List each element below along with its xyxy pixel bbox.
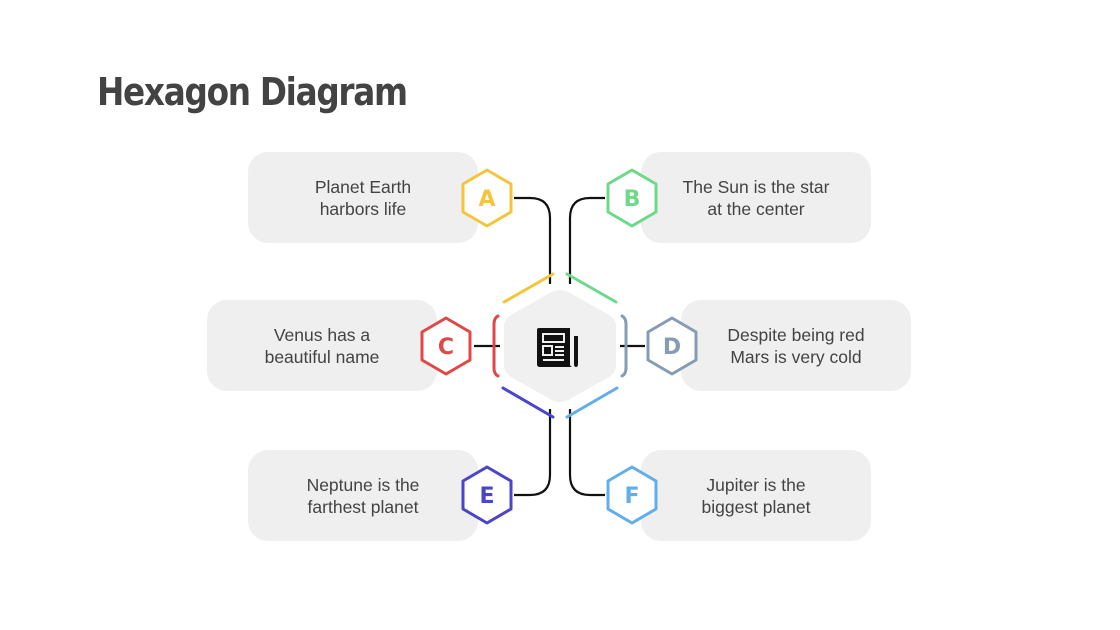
hex-b-letter: B: [624, 187, 641, 212]
page-title: Hexagon Diagram: [97, 70, 408, 114]
hex-a: A: [461, 168, 513, 228]
connector-a: [514, 196, 552, 284]
hex-e: E: [461, 465, 513, 525]
connector-f: [568, 409, 605, 497]
hex-f: F: [606, 465, 658, 525]
center-segment-e: [501, 386, 555, 419]
hex-c: C: [420, 316, 472, 376]
card-a: Planet Earth harbors life: [248, 152, 478, 243]
card-b-text: The Sun is the star at the center: [682, 176, 830, 219]
center-segment-d: [620, 314, 628, 378]
card-d: Despite being red Mars is very cold: [681, 300, 911, 391]
hex-d-letter: D: [663, 335, 681, 360]
card-f: Jupiter is the biggest planet: [641, 450, 871, 541]
card-e: Neptune is the farthest planet: [248, 450, 478, 541]
hex-b: B: [606, 168, 658, 228]
hex-d: D: [646, 316, 698, 376]
card-e-text: Neptune is the farthest planet: [306, 474, 420, 517]
center-segment-b: [565, 272, 618, 304]
hex-c-letter: C: [438, 335, 454, 360]
center-segment-c: [492, 314, 500, 378]
card-f-text: Jupiter is the biggest planet: [701, 474, 811, 517]
card-b: The Sun is the star at the center: [641, 152, 871, 243]
card-c: Venus has a beautiful name: [207, 300, 437, 391]
hex-e-letter: E: [479, 484, 494, 509]
card-a-text: Planet Earth harbors life: [314, 176, 412, 219]
hex-a-letter: A: [478, 187, 495, 212]
center-segment-a: [502, 272, 555, 304]
connectors: [474, 196, 645, 497]
newspaper-icon: [537, 328, 578, 367]
center-segment-f: [565, 386, 619, 419]
card-d-text: Despite being red Mars is very cold: [727, 324, 865, 367]
card-c-text: Venus has a beautiful name: [264, 324, 380, 367]
connector-e: [514, 409, 552, 497]
connector-b: [568, 196, 605, 284]
hex-f-letter: F: [624, 484, 639, 509]
